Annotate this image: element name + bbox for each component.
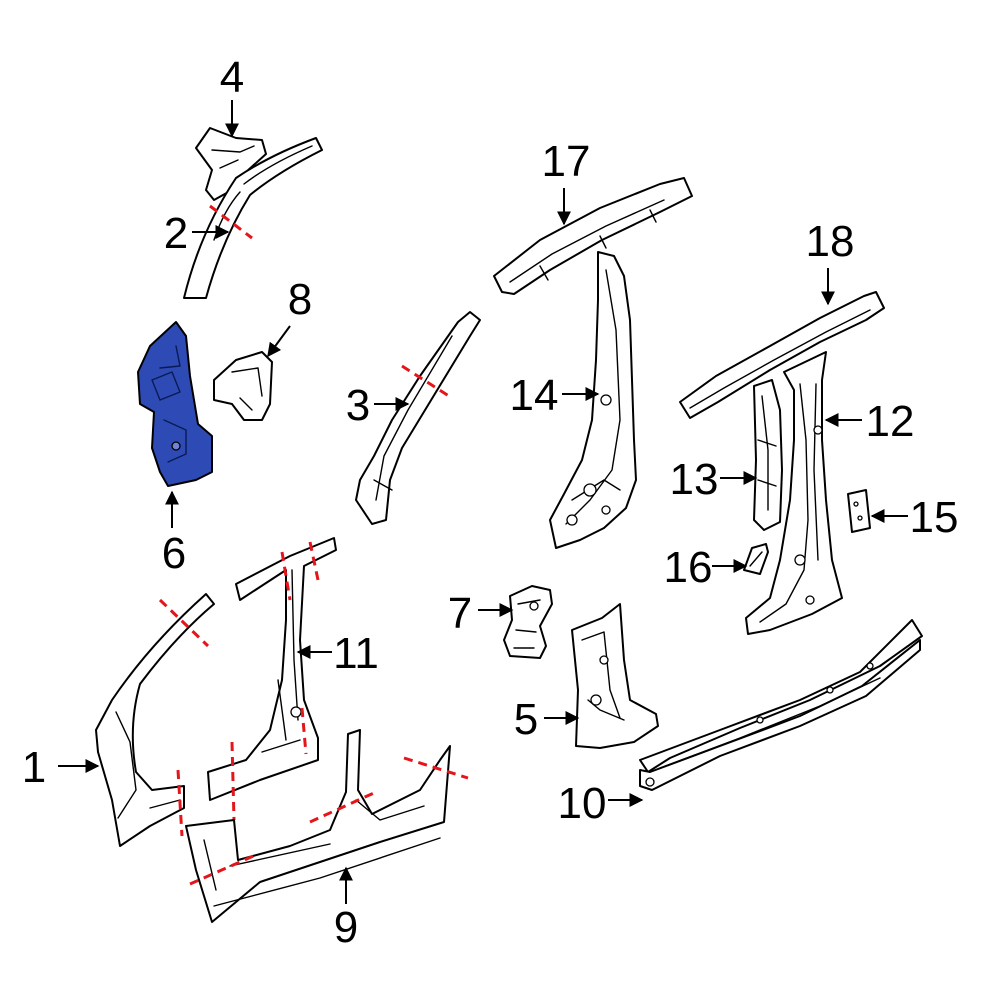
- part-9[interactable]: [185, 729, 469, 923]
- part-12[interactable]: [745, 351, 843, 635]
- part-8[interactable]: [213, 351, 273, 421]
- part-7[interactable]: [503, 585, 553, 659]
- part-5[interactable]: [571, 603, 659, 749]
- callout-labels: 1 2 3 4 5 6 7 8 9 10 11 12 13 14 15 16 1…: [22, 53, 959, 952]
- callout-2[interactable]: 2: [164, 209, 188, 258]
- part-11[interactable]: [207, 537, 337, 821]
- part-10[interactable]: [639, 619, 923, 791]
- part-15[interactable]: [847, 489, 871, 533]
- part-16[interactable]: [743, 543, 769, 575]
- callout-8[interactable]: 8: [288, 275, 312, 324]
- callout-4[interactable]: 4: [220, 53, 244, 102]
- callout-17[interactable]: 17: [542, 137, 591, 186]
- callout-11[interactable]: 11: [333, 629, 379, 678]
- part-6[interactable]: [137, 321, 213, 487]
- callout-12[interactable]: 12: [866, 397, 915, 446]
- callout-10[interactable]: 10: [558, 779, 607, 828]
- part-17[interactable]: [493, 177, 693, 295]
- part-18[interactable]: [679, 291, 885, 419]
- callout-16[interactable]: 16: [664, 543, 713, 592]
- part-1[interactable]: [95, 593, 215, 847]
- part-13[interactable]: [753, 379, 783, 531]
- callout-7[interactable]: 7: [448, 589, 472, 638]
- callout-3[interactable]: 3: [346, 381, 370, 430]
- callout-13[interactable]: 13: [670, 455, 719, 504]
- part-3[interactable]: [355, 311, 481, 525]
- callout-5[interactable]: 5: [514, 695, 538, 744]
- part-14[interactable]: [549, 251, 637, 549]
- callout-14[interactable]: 14: [510, 371, 559, 420]
- callout-18[interactable]: 18: [806, 217, 855, 266]
- callout-9[interactable]: 9: [334, 903, 358, 952]
- callout-6[interactable]: 6: [162, 529, 186, 578]
- leader-lines: [58, 100, 908, 904]
- callout-15[interactable]: 15: [910, 493, 959, 542]
- callout-1[interactable]: 1: [22, 743, 46, 792]
- leader-8: [267, 325, 291, 358]
